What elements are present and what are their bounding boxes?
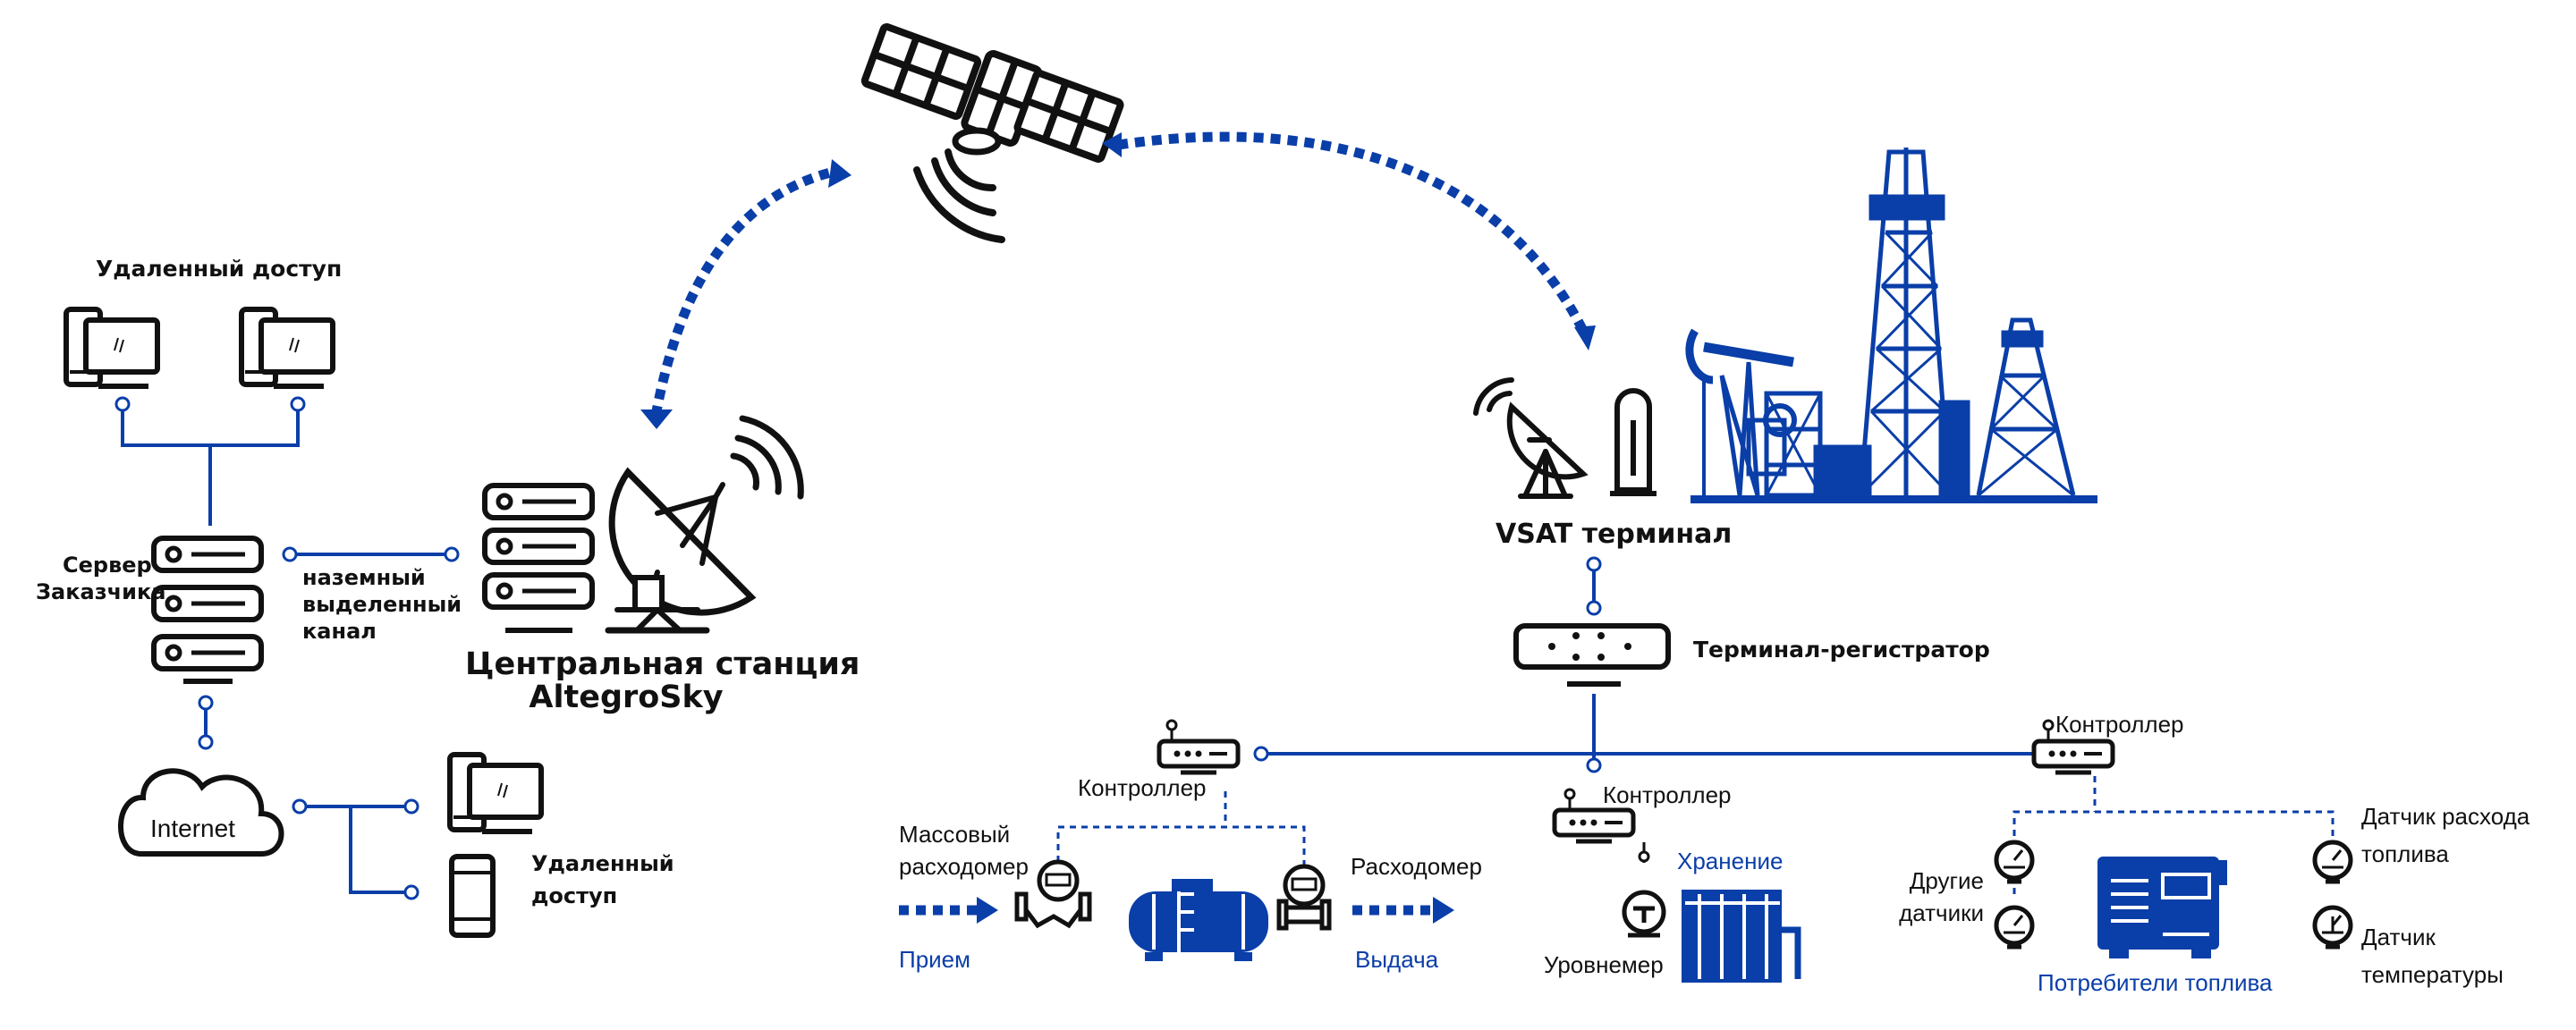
internet-label: Internet [150,815,235,842]
satellite-icon [860,23,1124,243]
reception-arrow [899,897,998,924]
dispensing-arrow [1352,897,1454,924]
remote-access-bottom-label-line1: Удаленный [531,851,674,876]
other-sensors-icons [1996,842,2032,947]
temp-sensor-label-line2: температуры [2361,961,2504,988]
fuel-flow-sensor-label-line1: Датчик расхода [2361,803,2530,830]
server-label-line1: Сервер [63,553,152,578]
satellite-link-arrows [640,131,1596,429]
storage-tank-icon [1682,890,1801,983]
connection-lines [121,404,2080,894]
temp-sensor-label-line1: Датчик [2361,924,2436,950]
mass-flowmeter-label-line1: Массовый [899,821,1011,848]
customer-server-icon [154,538,261,684]
ground-channel-label-line1: наземный [302,565,426,590]
oil-field-icon [1685,148,2097,503]
satellite-dish-icon [605,415,804,634]
central-station-label-line1: Центральная станция [465,646,860,682]
ground-channel-label-line3: канал [302,619,377,644]
smartphone-icon [449,854,496,938]
vsat-dish-icon [1473,377,1589,499]
terminal-registrator-label: Терминал-регистратор [1693,637,1990,663]
central-station-label-line2: AltegroSky [529,680,724,715]
fuel-flow-sensor-label-line2: топлива [2361,840,2449,867]
remote-pc-3-icon [450,755,541,832]
ground-channel-label-line2: выделенный [302,592,462,617]
controller-left-icon [1159,719,1238,772]
vsat-terminal-label: VSAT терминал [1496,519,1733,550]
connection-nodes [114,396,1602,900]
controller-left-label: Контроллер [1078,774,1207,801]
mass-flowmeter-label-line2: расходомер [899,853,1029,880]
controller-mid-icon [1555,788,1650,863]
mass-flowmeter-icon [1014,859,1092,929]
controller-right-label: Контроллер [2055,711,2184,738]
server-label-line2: Заказчика [36,579,166,604]
terminal-registrator-icon [1513,623,1671,687]
internet-cloud-icon [118,768,284,857]
controller-mid-label: Контроллер [1603,781,1732,808]
remote-access-bottom-label-line2: доступ [531,883,618,908]
vsat-antenna-icon [1610,388,1657,496]
remote-access-top-label: Удаленный доступ [96,256,343,282]
storage-label: Хранение [1677,848,1784,874]
flowmeter-icon [1276,864,1332,931]
level-gauge-label: Уровнемер [1544,951,1664,978]
fuel-flow-sensor-icon [2315,842,2351,882]
central-server-icon [485,485,592,633]
temperature-sensor-icon [2315,908,2351,947]
flowmeter-label: Расходомер [1351,853,1482,880]
remote-pc-2-icon [242,309,333,386]
other-sensors-label-line1: Другие [1909,867,1984,894]
remote-pc-1-icon [66,309,157,386]
dispensing-label: Выдача [1355,946,1439,973]
fuel-consumers-label: Потребители топлива [2038,969,2273,996]
level-gauge-icon [1622,890,1666,938]
other-sensors-label-line2: датчики [1899,899,1984,926]
reception-label: Прием [899,946,971,973]
fuel-tank-icon [1129,879,1268,961]
generator-icon [2097,857,2227,958]
